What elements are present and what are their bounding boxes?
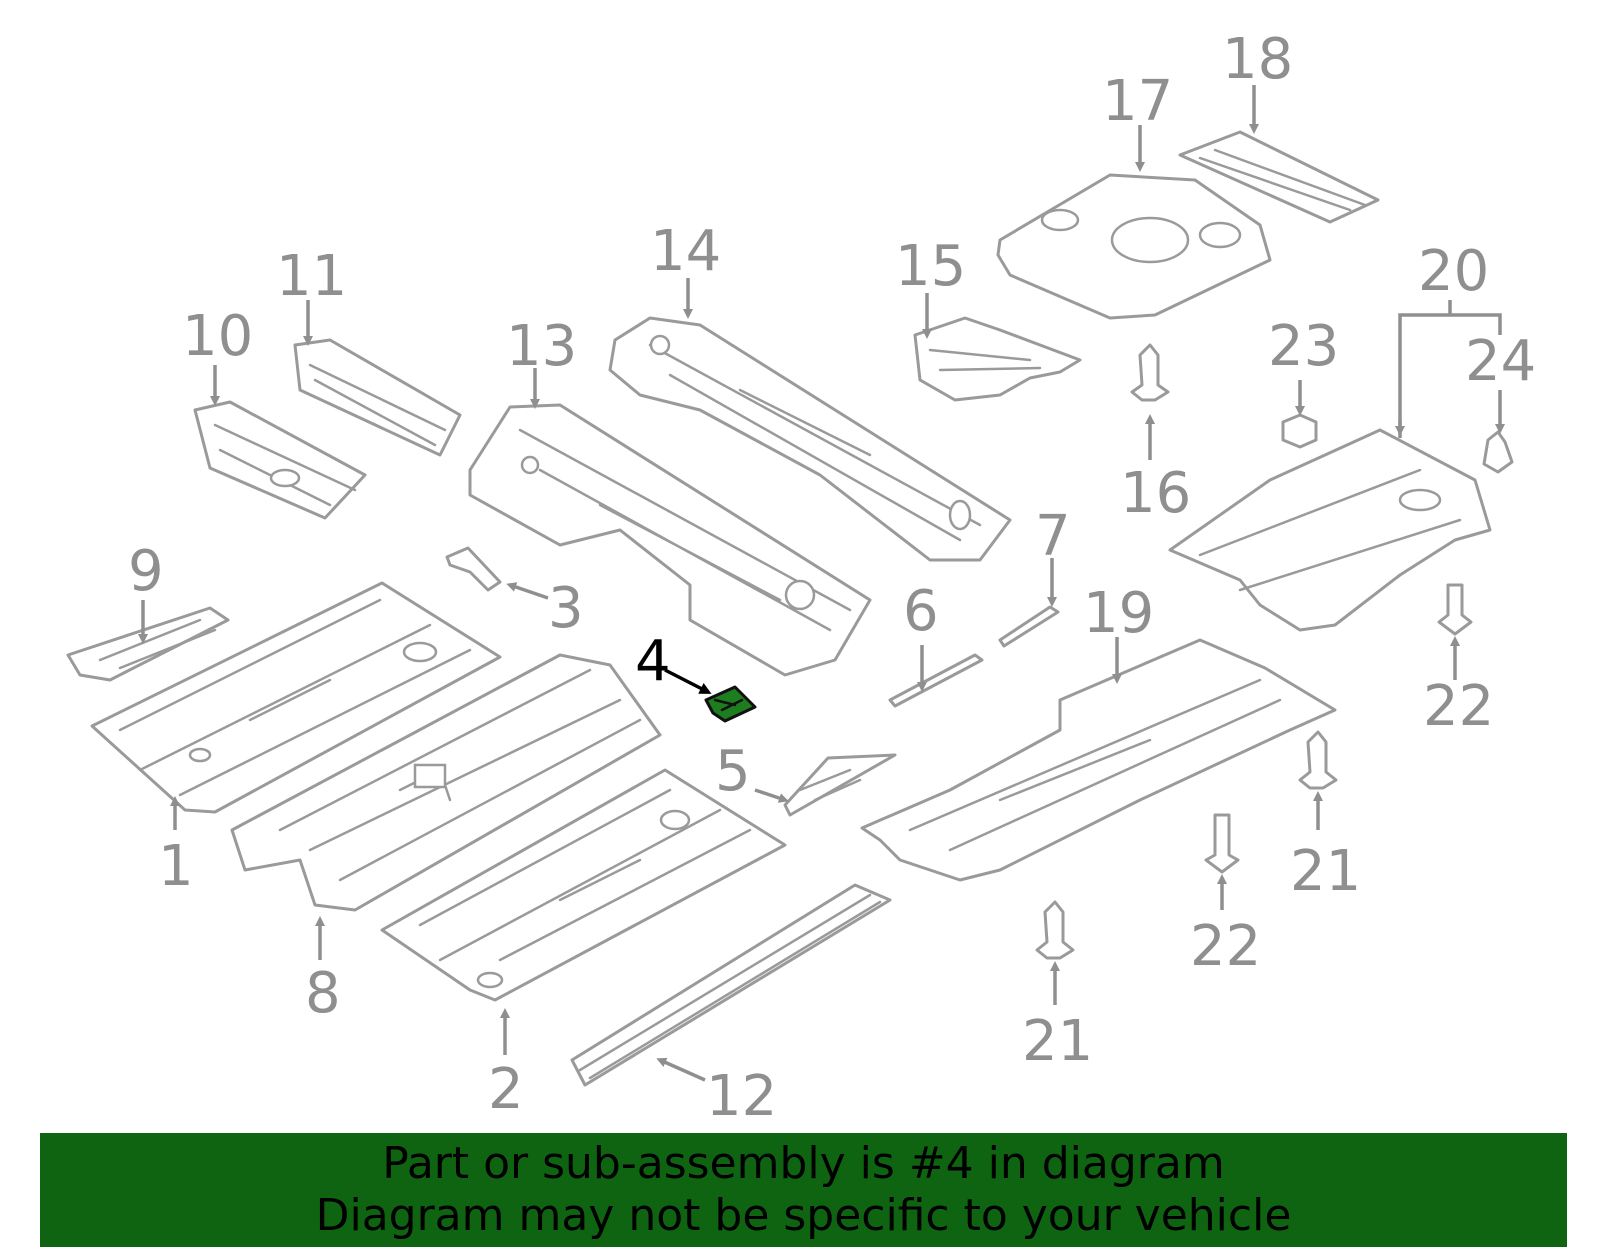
- part-15-panel: [913, 316, 1082, 402]
- part-21-clip-b: [1035, 900, 1075, 960]
- part-16-clip: [1130, 343, 1170, 402]
- callout-4: 4: [635, 629, 671, 694]
- callout-5: 5: [715, 739, 751, 804]
- callout-10: 10: [182, 304, 253, 369]
- part-19-shield: [860, 638, 1337, 882]
- callout-labels: 1 2 3 4 5 6 7 8 9 10 11 12 13 14 15 16 1…: [128, 27, 1536, 1129]
- part-10-crossmember: [193, 400, 367, 520]
- callout-21b: 21: [1022, 1009, 1093, 1074]
- callout-17: 17: [1102, 69, 1173, 134]
- part-13-crossmember: [468, 403, 872, 677]
- part-11-crossmember: [293, 338, 462, 457]
- part-24-clip: [1482, 430, 1514, 474]
- callout-19: 19: [1083, 581, 1154, 646]
- callout-20: 20: [1418, 239, 1489, 304]
- callout-15: 15: [895, 234, 966, 299]
- callout-9: 9: [128, 539, 164, 604]
- callout-14: 14: [650, 219, 721, 284]
- callout-12: 12: [706, 1064, 777, 1129]
- part-1-floor-pan: [90, 581, 502, 814]
- part-22-bolt-a: [1204, 813, 1240, 874]
- callout-16: 16: [1120, 461, 1191, 526]
- banner-line-2: Diagram may not be specific to your vehi…: [315, 1190, 1292, 1241]
- part-22-bolt-b: [1437, 583, 1473, 636]
- part-23-nut: [1281, 413, 1318, 449]
- part-12-rocker: [570, 883, 892, 1087]
- callout-7: 7: [1035, 504, 1071, 569]
- part-21-clip-a: [1298, 730, 1338, 790]
- part-3-bracket: [445, 546, 502, 592]
- part-2-floor-pan: [380, 768, 787, 1002]
- part-4-bracket: [704, 685, 757, 723]
- callout-22b: 22: [1423, 674, 1494, 739]
- callout-24: 24: [1465, 329, 1536, 394]
- part-8-tunnel: [230, 653, 662, 912]
- callout-21a: 21: [1290, 839, 1361, 904]
- part-14-crossmember: [608, 316, 1012, 562]
- callout-11: 11: [276, 244, 347, 309]
- callout-6: 6: [903, 579, 939, 644]
- callout-13: 13: [506, 314, 577, 379]
- part-5-bracket: [783, 753, 897, 817]
- callout-8: 8: [305, 961, 341, 1026]
- banner-line-1: Part or sub-assembly is #4 in diagram: [382, 1138, 1225, 1189]
- callout-1: 1: [158, 834, 194, 899]
- callout-3: 3: [548, 576, 584, 641]
- callout-22a: 22: [1190, 914, 1261, 979]
- part-20-shield: [1168, 428, 1492, 632]
- part-17-shield: [996, 173, 1272, 320]
- leader-lines: [138, 85, 1505, 1082]
- callout-18: 18: [1222, 27, 1293, 92]
- part-9-reinforcement: [66, 606, 230, 682]
- callout-23: 23: [1268, 314, 1339, 379]
- part-7-strip: [998, 605, 1060, 648]
- callout-2: 2: [488, 1057, 524, 1122]
- part-18-rail: [1178, 130, 1380, 224]
- info-banner: Part or sub-assembly is #4 in diagram Di…: [40, 1133, 1567, 1247]
- part-6-strip: [888, 653, 984, 708]
